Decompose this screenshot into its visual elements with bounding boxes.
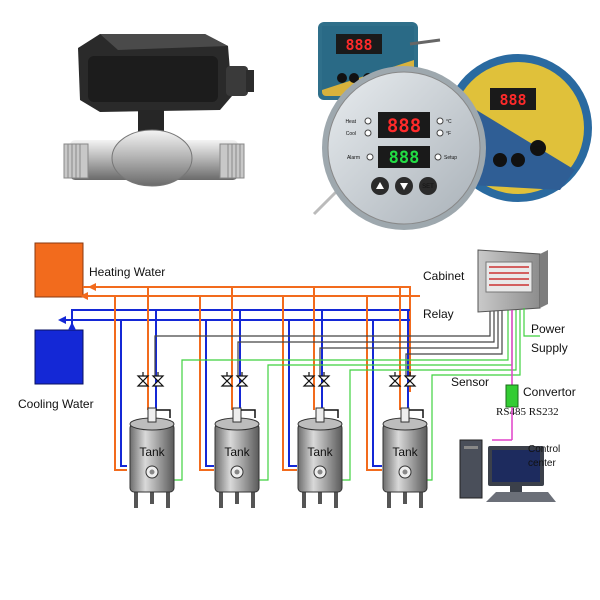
set-button [419,177,437,195]
computer-icon [459,439,556,502]
motorized-ball-valve-icon [63,34,254,187]
fahrenheit-led-icon [436,129,444,137]
controller-right-set-label: SET [533,146,543,152]
alarm-indicator-label: Alarm [347,155,360,161]
sensor-line-1 [172,310,509,481]
cabinet-label: Cabinet [423,269,465,283]
cooling-water-label: Cooling Water [18,397,94,411]
fahrenheit-label: °F [446,131,451,137]
sensor-line-3 [340,310,517,481]
motorized-ball-valve-icon [302,372,316,387]
tank-label: Tank [224,445,250,459]
sensor-label: Sensor [451,375,489,389]
down-arrow-icon [400,183,408,190]
relay-label: Relay [423,307,454,321]
heating-water-tank [34,242,84,298]
flow-arrows [58,283,96,330]
heat-led-icon [364,117,372,125]
up-arrow-button-icon [337,73,347,83]
celsius-led-icon [436,117,444,125]
supply-label: Supply [531,341,568,355]
controller-front: 888 888 Heat Cool Alarm °C °F Setup SET [312,66,486,230]
controller-back-display: 888 [345,36,372,54]
relay-line-2 [237,310,495,376]
setup-label: Setup [444,155,457,161]
tank-1: Tank [129,407,175,508]
heating-water-label: Heating Water [89,265,165,279]
center-label: center [528,458,556,469]
cooling-water-tank [34,329,84,385]
motorized-ball-valve-icon [403,372,417,387]
setup-led-icon [434,153,442,161]
display-top-panel [378,112,430,138]
tank-4: Tank [382,407,428,508]
heat-indicator-label: Heat [345,119,356,125]
controller-front-display-top: 888 [387,115,421,137]
up-arrow-icon [376,182,384,189]
display-bottom-panel [378,146,430,168]
tank-3: Tank [297,407,343,508]
controller-right-display: 888 [499,91,526,109]
control-cabinet-icon [477,249,548,313]
motorized-ball-valve-icon [388,372,402,387]
motorized-ball-valve-icon [235,372,249,387]
tank-label: Tank [139,445,165,459]
motorized-ball-valve-icon [220,372,234,387]
motorized-ball-valve-icon [317,372,331,387]
tank-label: Tank [307,445,333,459]
controller-front-display-bottom: 888 [389,148,420,168]
celsius-label: °C [446,119,452,125]
sensor-line-4 [424,310,521,481]
relay-line-3 [319,310,499,376]
tank-column-1 [114,287,157,471]
convertor-box [505,384,519,408]
relay-line-4 [405,310,503,376]
set-button-label: SET [422,184,434,190]
heating-supply-header [83,286,411,392]
tank-label: Tank [392,445,418,459]
relay-line-1 [154,310,491,376]
cool-indicator-label: Cool [346,131,356,137]
alarm-led-icon [366,153,374,161]
down-arrow-button-icon [349,73,359,83]
tank-2: Tank [214,407,260,508]
convertor-protocols-label: RS485 RS232 [496,406,559,418]
cool-led-icon [364,129,372,137]
convertor-label: Convertor [523,385,576,399]
tank-column-4 [366,287,409,471]
motorized-ball-valve-icon [136,372,150,387]
power-label: Power [531,322,565,336]
motorized-ball-valve-icon [151,372,165,387]
control-label: Control [528,444,560,455]
